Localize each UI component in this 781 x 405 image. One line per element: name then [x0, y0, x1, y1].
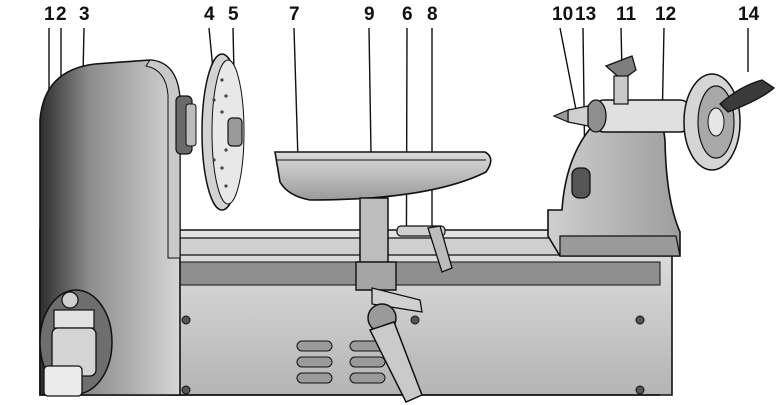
- speed-dial: [61, 291, 79, 309]
- clamping-lever: [368, 321, 423, 403]
- tailstock: [547, 55, 776, 257]
- callout-6: 6: [402, 4, 413, 25]
- callout-13: 13: [575, 4, 597, 25]
- tool-rest-holder: [355, 197, 453, 403]
- callout-14: 14: [738, 4, 760, 25]
- callout-7: 7: [289, 4, 300, 25]
- on-off-switch: [43, 365, 83, 397]
- tailstock-lock: [571, 167, 591, 199]
- handwheel-crank: [719, 79, 776, 113]
- tailstock-quill-housing: [593, 99, 691, 133]
- headstock: [39, 59, 197, 397]
- callout-8: 8: [427, 4, 438, 25]
- live-center: [552, 109, 569, 123]
- callout-10: 10: [552, 4, 574, 25]
- quill-lock-knob: [604, 55, 637, 81]
- callout-2: 2: [56, 4, 67, 25]
- tool-rest-lever: [427, 225, 453, 273]
- callout-5: 5: [228, 4, 239, 25]
- callout-12: 12: [655, 4, 677, 25]
- callout-11: 11: [616, 4, 637, 25]
- callout-1: 1: [44, 4, 55, 25]
- callout-4: 4: [204, 4, 215, 25]
- faceplate: [201, 53, 245, 211]
- callout-3: 3: [79, 4, 90, 25]
- tool-rest: [274, 151, 492, 201]
- lathe-bed: [39, 229, 673, 396]
- callout-9: 9: [364, 4, 375, 25]
- spindle: [227, 117, 243, 147]
- switch-housing: [53, 309, 95, 329]
